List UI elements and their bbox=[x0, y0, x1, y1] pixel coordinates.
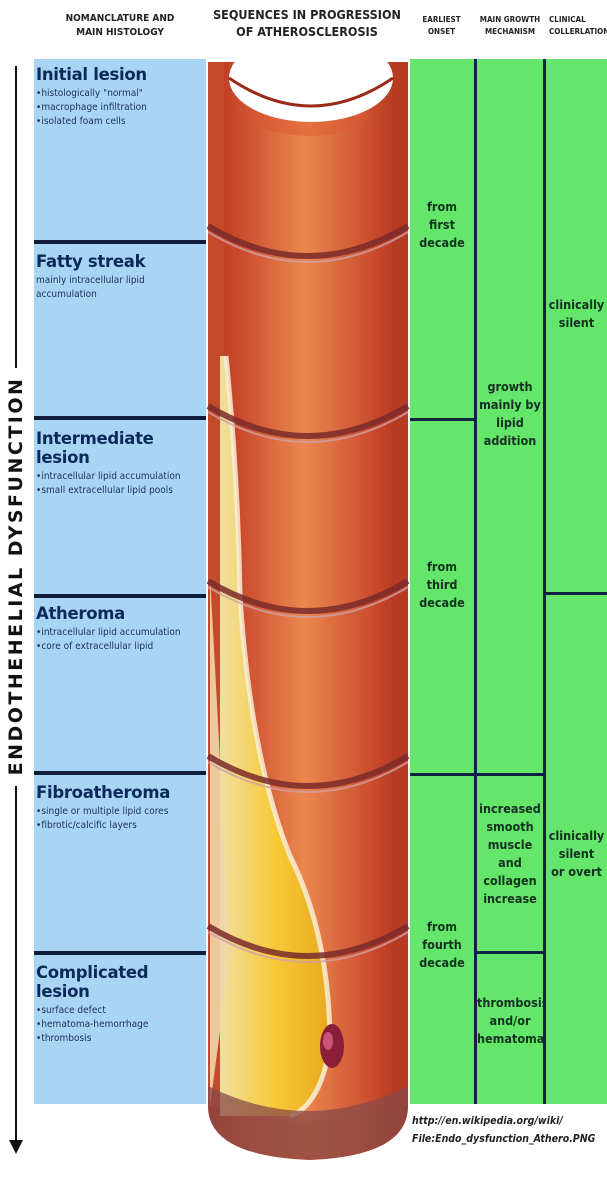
growth-line: growth bbox=[477, 378, 543, 396]
onset-line: decade bbox=[410, 594, 474, 612]
credit-url: http://en.wikipedia.org/wiki/ bbox=[412, 1112, 607, 1130]
growth-lipid-addition: growth mainly by lipid addition bbox=[477, 378, 543, 450]
header-nomenclature-line1: NOMANCLATURE AND bbox=[35, 12, 205, 26]
onset-line: from bbox=[410, 198, 474, 216]
header-clinical-line2: COLLERLATION bbox=[549, 26, 607, 38]
growth-line: smooth bbox=[477, 818, 543, 836]
growth-column bbox=[477, 59, 543, 1104]
header-sequences-line1: SEQUENCES IN PROGRESSION bbox=[207, 6, 407, 23]
growth-divider bbox=[477, 951, 543, 954]
growth-smooth-muscle: increased smooth muscle and collagen inc… bbox=[477, 800, 543, 908]
axis-line-top bbox=[15, 66, 17, 368]
growth-line: collagen bbox=[477, 872, 543, 890]
header-sequences: SEQUENCES IN PROGRESSION OF ATHEROSCLERO… bbox=[207, 6, 407, 40]
header-growth-line1: MAIN GROWTH bbox=[475, 14, 545, 26]
onset-line: from bbox=[410, 918, 474, 936]
clinical-divider bbox=[546, 592, 607, 595]
growth-line: hematoma bbox=[477, 1030, 543, 1048]
onset-line: first bbox=[410, 216, 474, 234]
growth-line: thrombosis bbox=[477, 994, 543, 1012]
clinical-column bbox=[546, 59, 607, 1104]
onset-divider bbox=[410, 418, 474, 421]
onset-third-decade: from third decade bbox=[410, 558, 474, 612]
growth-line: increase bbox=[477, 890, 543, 908]
clinical-line: clinically bbox=[546, 827, 607, 845]
header-clinical-line1: CLINICAL bbox=[549, 14, 607, 26]
thrombus-highlight bbox=[323, 1032, 333, 1050]
artery-illustration bbox=[180, 56, 410, 1164]
header-nomenclature: NOMANCLATURE AND MAIN HISTOLOGY bbox=[35, 12, 205, 40]
header-clinical: CLINICAL COLLERLATION bbox=[546, 14, 607, 38]
growth-divider bbox=[477, 773, 543, 776]
onset-line: decade bbox=[410, 954, 474, 972]
axis-line-bottom bbox=[15, 786, 17, 1142]
header-sequences-line2: OF ATHEROSCLEROSIS bbox=[207, 23, 407, 40]
clinical-silent-or-overt: clinically silent or overt bbox=[546, 827, 607, 881]
credit-file: File:Endo_dysfunction_Athero.PNG bbox=[412, 1130, 607, 1148]
growth-line: addition bbox=[477, 432, 543, 450]
onset-first-decade: from first decade bbox=[410, 198, 474, 252]
onset-line: from bbox=[410, 558, 474, 576]
header-onset-line1: EARLIEST bbox=[410, 14, 473, 26]
onset-divider bbox=[410, 773, 474, 776]
side-label: ENDOTHEHELIAL DYSFUNCTION bbox=[5, 377, 27, 776]
header-onset: EARLIEST ONSET bbox=[410, 14, 473, 38]
clinical-line: silent bbox=[546, 314, 607, 332]
growth-line: lipid bbox=[477, 414, 543, 432]
growth-line: increased bbox=[477, 800, 543, 818]
onset-line: third bbox=[410, 576, 474, 594]
down-arrow-icon bbox=[9, 1140, 23, 1154]
clinical-line: or overt bbox=[546, 863, 607, 881]
header-growth: MAIN GROWTH MECHANISM bbox=[475, 14, 545, 38]
clinical-line: silent bbox=[546, 845, 607, 863]
header-nomenclature-line2: MAIN HISTOLOGY bbox=[35, 26, 205, 40]
growth-line: and bbox=[477, 854, 543, 872]
endothelial-dysfunction-axis: ENDOTHEHELIAL DYSFUNCTION bbox=[0, 56, 32, 1116]
growth-thrombosis: thrombosis and/or hematoma bbox=[477, 994, 543, 1048]
growth-line: and/or bbox=[477, 1012, 543, 1030]
growth-line: mainly by bbox=[477, 396, 543, 414]
growth-line: muscle bbox=[477, 836, 543, 854]
source-credit: http://en.wikipedia.org/wiki/ File:Endo_… bbox=[412, 1112, 607, 1148]
onset-fourth-decade: from fourth decade bbox=[410, 918, 474, 972]
onset-line: decade bbox=[410, 234, 474, 252]
header-onset-line2: ONSET bbox=[410, 26, 473, 38]
onset-line: fourth bbox=[410, 936, 474, 954]
clinical-line: clinically bbox=[546, 296, 607, 314]
clinical-silent: clinically silent bbox=[546, 296, 607, 332]
header-growth-line2: MECHANISM bbox=[475, 26, 545, 38]
